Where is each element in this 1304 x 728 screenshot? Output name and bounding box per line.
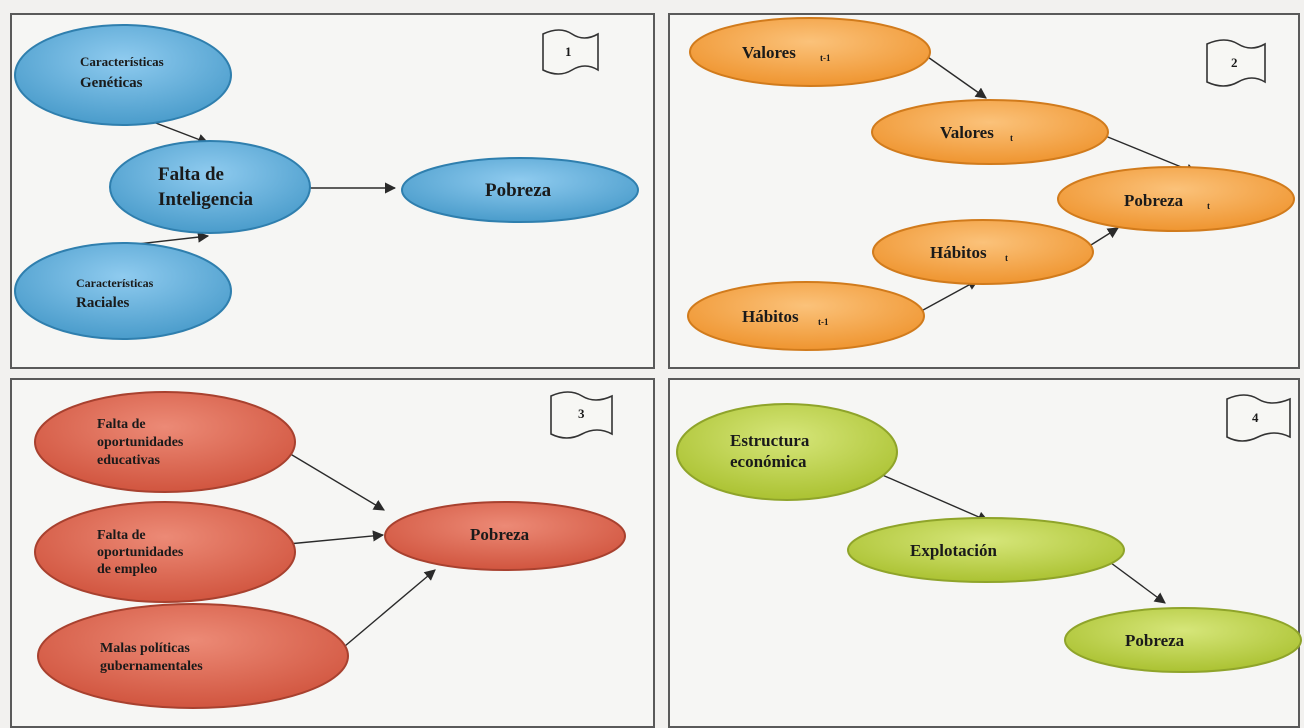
node-values-t-label: Valores [940, 123, 994, 142]
arrow-policies-to-poverty [344, 569, 436, 647]
node-genetics-line1: Características [80, 54, 164, 69]
node-intelligence-line2: Inteligencia [158, 189, 253, 210]
node-education-line3: educativas [97, 453, 161, 468]
node-values-t: Valores t [871, 99, 1109, 165]
node-poverty-2-label: Pobreza [1124, 191, 1184, 210]
node-exploitation: Explotación [847, 517, 1125, 583]
node-values-t-sub: t [1010, 133, 1013, 143]
node-structure: Estructura económica [676, 403, 898, 501]
badge-2-label: 2 [1231, 55, 1238, 70]
node-policies-line1: Malas políticas [100, 641, 190, 656]
node-racial: Características Raciales [14, 242, 232, 340]
node-employment-line1: Falta de [97, 528, 146, 543]
node-employment-line3: de empleo [97, 562, 157, 577]
node-exploitation-label: Explotación [910, 541, 997, 560]
arrow-structure-to-exploitation [879, 473, 990, 523]
arrow-exploitation-to-poverty [1106, 559, 1166, 604]
badge-4: 4 [1226, 394, 1291, 442]
badge-3: 3 [550, 391, 613, 439]
node-habits-t: Hábitos t [872, 219, 1094, 285]
node-poverty-1-label: Pobreza [485, 180, 552, 201]
badge-1: 1 [542, 29, 599, 75]
arrow-genetics-to-intelligence [147, 119, 210, 145]
node-structure-line2: económica [730, 452, 807, 471]
badge-1-label: 1 [565, 44, 572, 59]
node-employment: Falta de oportunidades de empleo [34, 501, 296, 603]
node-education: Falta de oportunidades educativas [34, 391, 296, 493]
node-habits-t-label: Hábitos [930, 243, 987, 262]
node-racial-line2: Raciales [76, 295, 129, 311]
node-policies-line2: gubernamentales [100, 659, 203, 674]
node-racial-line1: Características [76, 276, 154, 290]
node-structure-line1: Estructura [730, 431, 810, 450]
node-poverty-4-label: Pobreza [1125, 631, 1185, 650]
node-policies: Malas políticas gubernamentales [37, 603, 349, 709]
badge-3-label: 3 [578, 406, 585, 421]
arrow-values-prev-to-values [924, 54, 987, 99]
badge-2: 2 [1206, 39, 1266, 87]
node-education-line1: Falta de [97, 417, 146, 432]
node-genetics: Características Genéticas [14, 24, 232, 126]
node-poverty-4: Pobreza [1064, 607, 1302, 673]
arrow-employment-to-poverty [287, 530, 385, 545]
node-poverty-3: Pobreza [384, 501, 626, 571]
node-poverty-2-sub: t [1207, 201, 1210, 211]
node-intelligence-line1: Falta de [158, 164, 224, 185]
node-poverty-1: Pobreza [401, 157, 639, 223]
node-habits-prev: Hábitos t-1 [687, 281, 925, 351]
arrow-habits-prev-to-habits [913, 279, 979, 316]
node-values-prev-sub: t-1 [820, 53, 831, 63]
diagram4-arrows [879, 473, 1166, 604]
node-habits-prev-sub: t-1 [818, 317, 829, 327]
node-habits-t-sub: t [1005, 253, 1008, 263]
node-values-prev-label: Valores [742, 43, 796, 62]
node-intelligence: Falta de Inteligencia [109, 140, 311, 234]
node-poverty-2: Pobreza t [1057, 166, 1295, 232]
node-poverty-3-label: Pobreza [470, 525, 530, 544]
node-values-prev: Valores t-1 [689, 17, 931, 87]
node-habits-prev-label: Hábitos [742, 307, 799, 326]
node-employment-line2: oportunidades [97, 545, 184, 560]
node-genetics-line2: Genéticas [80, 75, 143, 91]
node-education-line2: oportunidades [97, 435, 184, 450]
badge-4-label: 4 [1252, 410, 1259, 425]
